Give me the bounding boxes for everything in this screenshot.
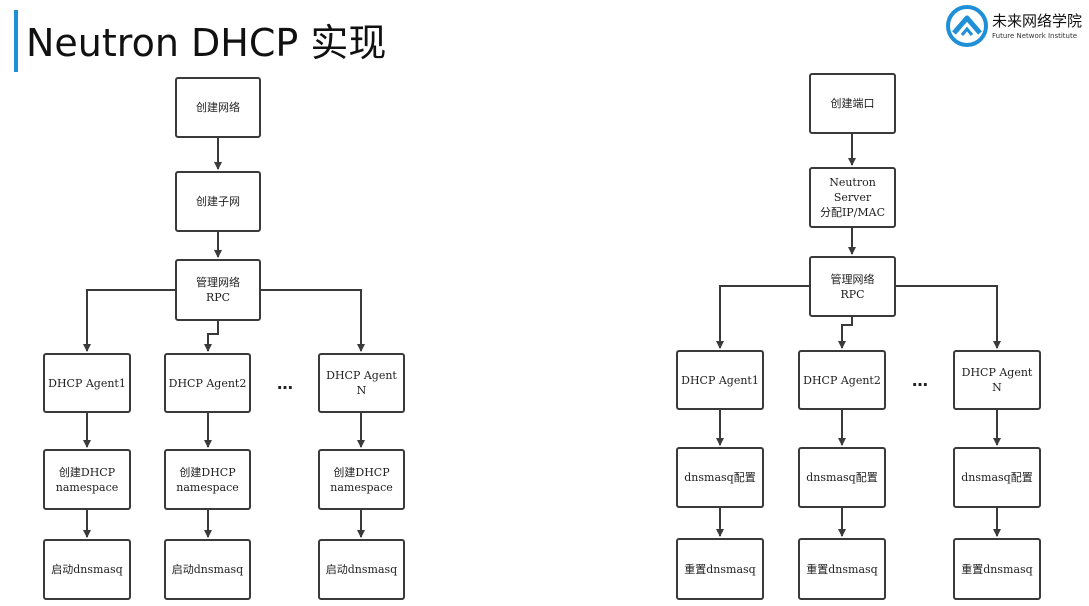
- node-create-port: 创建端口: [809, 73, 896, 134]
- node-dhcp-agent2: DHCP Agent2: [164, 353, 251, 413]
- title-accent-bar: [14, 10, 18, 72]
- node-start-dnsmasq-n: 启动dnsmasq: [318, 539, 405, 600]
- node-start-dnsmasq-2: 启动dnsmasq: [164, 539, 251, 600]
- node-dhcp-agent1-right: DHCP Agent1: [676, 350, 764, 410]
- arrow-rpc-to-ragent1: [716, 285, 809, 349]
- node-server-allocate: Neutron Server 分配IP/MAC: [809, 167, 896, 228]
- node-mgmt-rpc: 管理网络 RPC: [175, 259, 261, 321]
- node-dnsmasq-config-2: dnsmasq配置: [798, 447, 886, 508]
- node-dnsmasq-config-1: dnsmasq配置: [676, 447, 764, 508]
- node-dhcp-agentn: DHCP Agent N: [318, 353, 405, 413]
- arrow-rpc-to-ragentn: [895, 285, 1001, 349]
- logo-icon: [946, 5, 988, 47]
- node-restart-dnsmasq-1: 重置dnsmasq: [676, 538, 764, 600]
- node-create-namespace-2: 创建DHCP namespace: [164, 449, 251, 510]
- arrow-rpc-to-agentn: [261, 289, 365, 352]
- node-mgmt-rpc-right: 管理网络 RPC: [809, 256, 896, 317]
- node-dhcp-agentn-right: DHCP Agent N: [953, 350, 1041, 410]
- node-start-dnsmasq-1: 启动dnsmasq: [43, 539, 131, 600]
- logo-name-cn: 未来网络学院: [992, 12, 1083, 30]
- node-restart-dnsmasq-2: 重置dnsmasq: [798, 538, 886, 600]
- node-create-subnet: 创建子网: [175, 171, 261, 232]
- logo: 未来网络学院 Future Network Institute: [945, 4, 1085, 48]
- node-create-network: 创建网络: [175, 77, 261, 138]
- node-restart-dnsmasq-n: 重置dnsmasq: [953, 538, 1041, 600]
- node-dhcp-agent2-right: DHCP Agent2: [798, 350, 886, 410]
- ellipsis-more-agents: …: [277, 374, 294, 393]
- arrow-rpc-to-ragent2: [838, 317, 853, 349]
- node-dnsmasq-config-n: dnsmasq配置: [953, 447, 1041, 508]
- arrow-rpc-to-agent1: [83, 289, 175, 352]
- slide-title: Neutron DHCP 实现: [26, 21, 387, 65]
- node-create-namespace-n: 创建DHCP namespace: [318, 449, 405, 510]
- arrow-rpc-to-agent2: [204, 321, 219, 352]
- logo-name-en: Future Network Institute: [992, 32, 1078, 40]
- node-create-namespace-1: 创建DHCP namespace: [43, 449, 131, 510]
- ellipsis-more-agents-right: …: [912, 371, 929, 390]
- node-dhcp-agent1: DHCP Agent1: [43, 353, 131, 413]
